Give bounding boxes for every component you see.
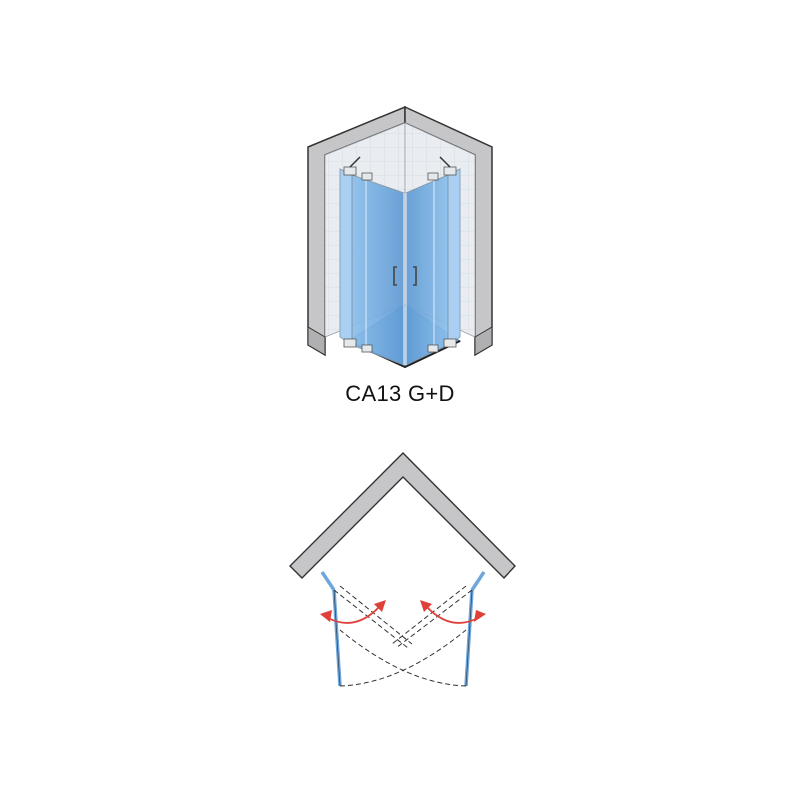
door-open-positions bbox=[333, 585, 473, 687]
fixed-panel-left bbox=[320, 571, 336, 591]
shower-enclosure-illustration bbox=[307, 105, 493, 369]
curved-double-arrow-icon bbox=[420, 600, 486, 624]
door-handles bbox=[393, 266, 417, 286]
fixed-panel-right bbox=[470, 571, 486, 591]
door-swing-plan-diagram bbox=[289, 452, 516, 687]
corner-walls bbox=[289, 452, 516, 580]
model-label: CA13 G+D bbox=[345, 381, 455, 406]
curved-double-arrow-icon bbox=[320, 600, 386, 624]
glass-panels bbox=[339, 168, 461, 366]
hinges bbox=[343, 156, 457, 353]
